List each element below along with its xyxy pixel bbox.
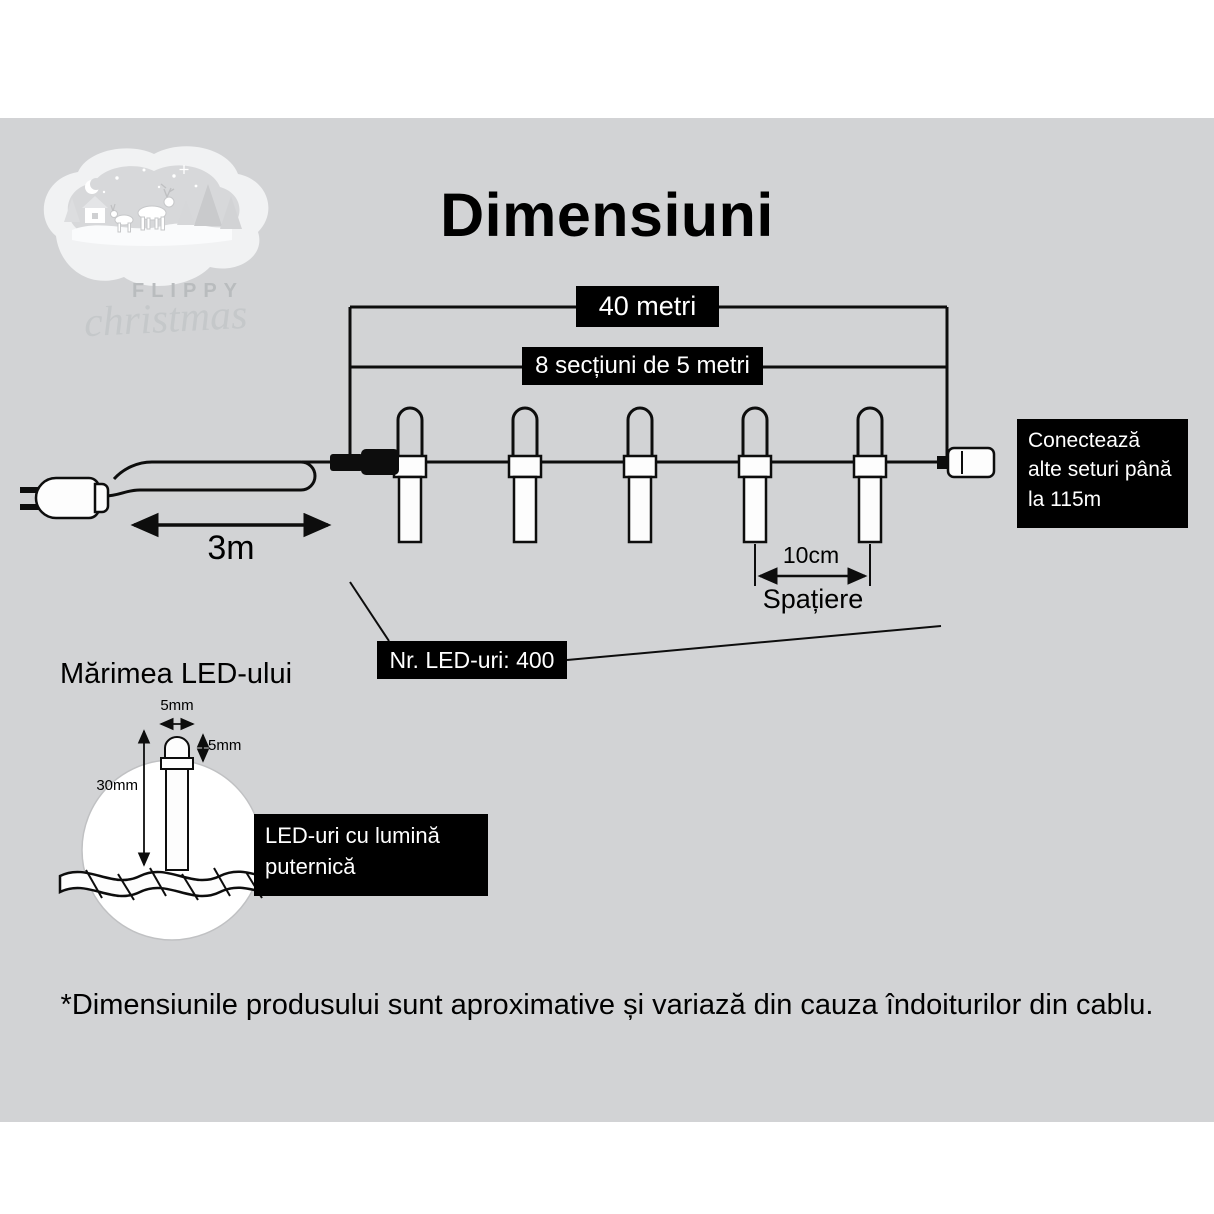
brand-name: FLIPPY — [132, 280, 245, 302]
bright-led-callout: LED-uri cu lumină puternică — [254, 814, 488, 896]
page-title: Dimensiuni — [440, 181, 774, 249]
led-length-value: 30mm — [96, 777, 138, 794]
led-tube — [165, 757, 189, 871]
moon-icon — [85, 178, 102, 194]
extend-sets-label: Conectează alte seturi până la 115m — [1017, 419, 1188, 528]
disclaimer-text: *Dimensiunile produsului sunt aproximati… — [60, 989, 1154, 1021]
small-deer-icon — [110, 210, 134, 233]
lead-length-value: 3m — [207, 529, 255, 567]
house-icon — [82, 196, 108, 223]
stars — [102, 165, 198, 194]
leader-lines — [349, 581, 942, 661]
led-size-detail — [81, 717, 263, 941]
snow-ground — [72, 223, 232, 246]
led-bulbs — [392, 406, 888, 544]
led-dimension-arrows — [137, 717, 210, 867]
led-count-label: Nr. LED-uri: 400 — [377, 641, 567, 679]
lead-connector-icon — [330, 449, 399, 475]
sections-label: 8 secțiuni de 5 metri — [522, 347, 763, 385]
infographic-panel: FLIPPY christmas Dimensiuni 40 metri 8 s… — [0, 118, 1214, 1122]
logo-scene — [43, 146, 269, 287]
spacing-dimension — [754, 544, 871, 586]
spacing-caption: Spațiere — [762, 584, 864, 614]
deer-icon — [137, 196, 175, 231]
led-size-title: Mărimea LED-ului — [60, 658, 293, 690]
spacing-value: 10cm — [782, 542, 840, 568]
led-height-value: 5mm — [208, 737, 242, 754]
brand-script-name: christmas — [82, 291, 249, 347]
power-plug-icon — [20, 476, 110, 520]
trees — [64, 184, 242, 229]
diagram-artwork — [20, 305, 996, 941]
led-width-value: 5mm — [160, 697, 194, 714]
total-length-label: 40 metri — [576, 286, 719, 327]
extension-connector-icon — [937, 446, 996, 479]
led-dome — [164, 736, 190, 759]
brand-logo: FLIPPY christmas — [28, 140, 290, 368]
led-collar — [160, 757, 194, 770]
